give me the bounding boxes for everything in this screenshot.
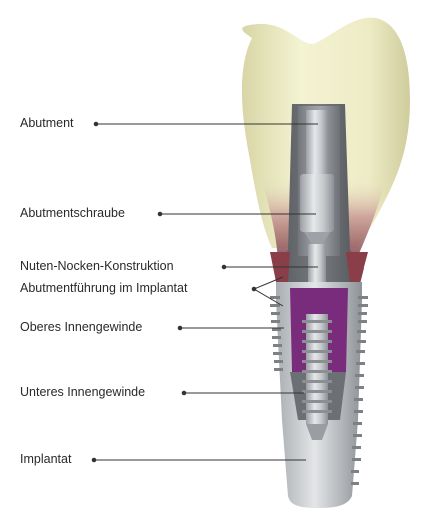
label-groove-cam: Nuten-Nocken-Konstruktion (20, 260, 174, 273)
inner-thread (302, 314, 332, 440)
leader-dot-upper-thread (178, 326, 182, 330)
label-abutment: Abutment (20, 117, 74, 130)
leader-dot-abutment-screw (158, 212, 162, 216)
label-lower-thread: Unteres Innengewinde (20, 386, 145, 399)
label-abutment-screw: Abutmentschraube (20, 207, 125, 220)
leader-dot-implant (92, 458, 96, 462)
leader-dot-abutment (94, 122, 98, 126)
leader-dot-guide (252, 287, 256, 291)
leader-dot-groove-cam (222, 265, 226, 269)
label-abutment-guide: Abutmentführung im Implantat (20, 282, 187, 295)
implant-body (270, 282, 368, 508)
label-upper-thread: Oberes Innengewinde (20, 321, 142, 334)
leader-dot-lower-thread (182, 391, 186, 395)
label-implant: Implantat (20, 453, 71, 466)
